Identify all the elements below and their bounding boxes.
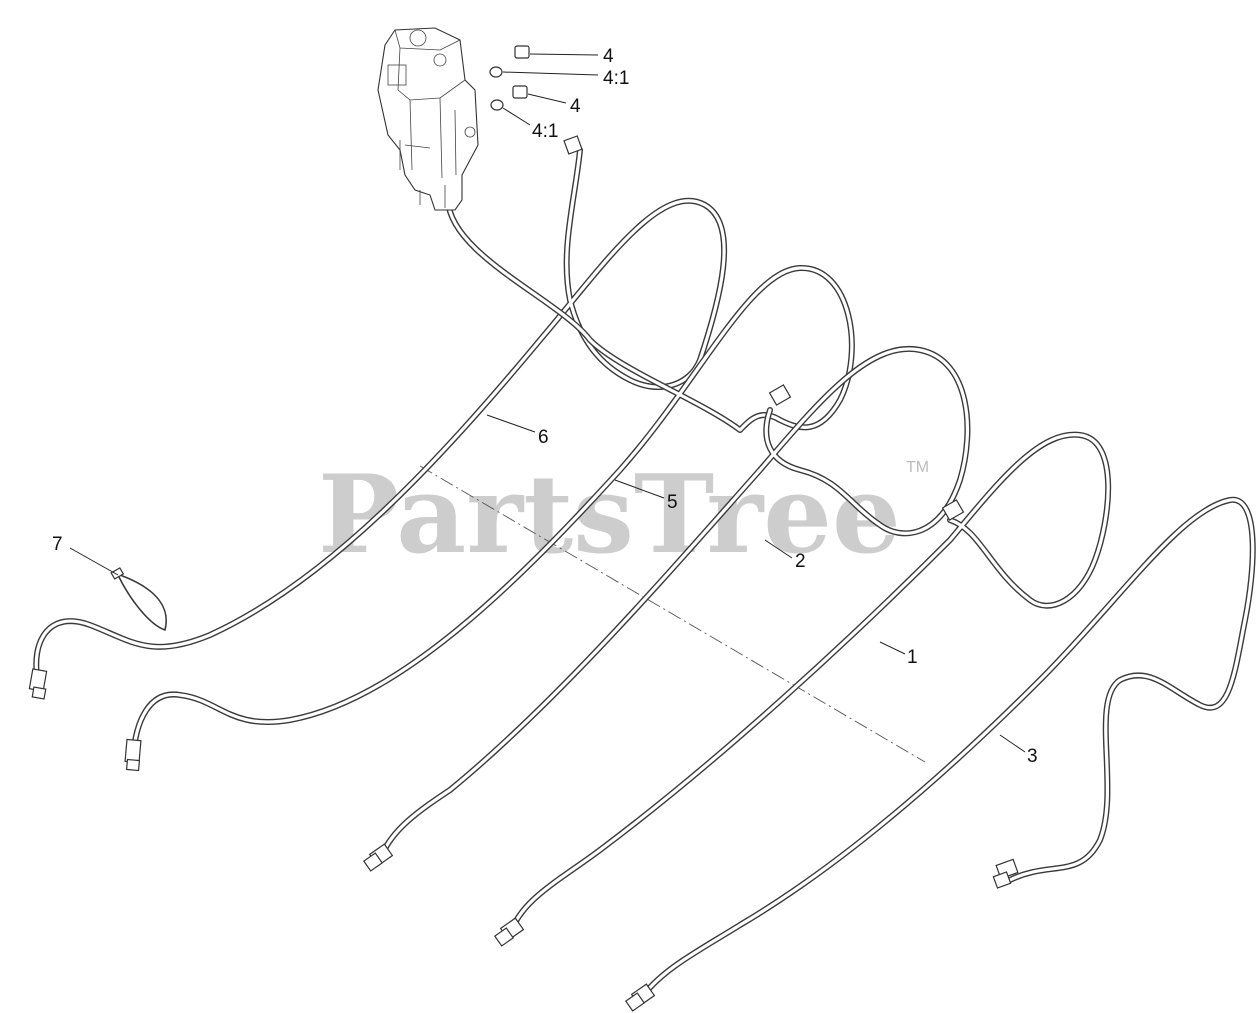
fitting-4-upper: [514, 45, 530, 59]
callout-4-lower: 4: [570, 96, 581, 117]
o-ring-4-1-upper: [489, 66, 503, 78]
hose-5: [130, 197, 855, 763]
hose-1: [507, 431, 1112, 938]
callout-1: 1: [907, 647, 918, 668]
o-ring-4-1-lower: [490, 99, 504, 111]
hose-2: [377, 345, 971, 863]
fitting-valve-elbow: [563, 135, 583, 155]
callout-2: 2: [795, 551, 806, 572]
hose-6: [33, 147, 728, 685]
watermark-text: PartsTree: [318, 452, 901, 578]
callout-4-1-lower: 4:1: [532, 121, 558, 142]
valve-port-fittings: [489, 45, 530, 111]
watermark-trademark: TM: [906, 459, 929, 476]
callout-4-1-upper: 4:1: [603, 68, 629, 89]
callout-4-upper: 4: [603, 46, 614, 67]
center-line: [419, 465, 926, 763]
fitting-4-lower: [512, 85, 528, 99]
callout-6: 6: [538, 427, 549, 448]
fitting-2-nut: [768, 384, 792, 406]
callout-7: 7: [52, 534, 63, 555]
hose-end-fittings: [28, 135, 1019, 1012]
hose-3: [637, 496, 1256, 1003]
callout-5: 5: [667, 492, 678, 513]
callout-3: 3: [1027, 746, 1038, 767]
fitting-1-nut: [941, 499, 965, 521]
strap-clamp: [110, 567, 167, 631]
control-valve: [377, 27, 479, 211]
leader-lines: [69, 53, 1026, 753]
